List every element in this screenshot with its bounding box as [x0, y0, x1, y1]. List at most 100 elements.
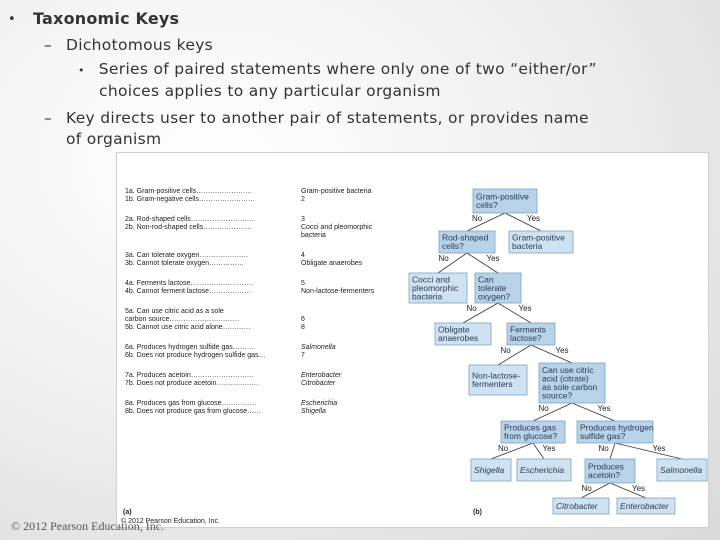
key-line-left: 1b. Gram-negative cells…………………… — [125, 196, 255, 203]
dichotomous-key-figure: 1a. Gram-positive cells…………………… Gram-posi… — [116, 152, 709, 528]
node-text-gas-glucose: Produces gas — [504, 423, 556, 433]
key-line-right: Escherichia — [301, 400, 337, 407]
node-text-gram-pos-bacteria: Gram-positive — [512, 233, 565, 243]
connector-line — [571, 402, 616, 422]
connector-line — [532, 442, 545, 460]
sub2-line1: Key directs user to another pair of stat… — [66, 109, 589, 127]
node-text-rod: cells? — [442, 241, 464, 251]
node-box-h2s — [576, 420, 654, 444]
node-box-obligate — [434, 322, 492, 346]
node-text-gram-pos: Gram-positive — [476, 192, 529, 202]
key-line-left: carbon source………………………… — [125, 316, 239, 323]
key-line-right: 8 — [301, 324, 305, 331]
connector-line — [530, 344, 573, 364]
node-text-citric: as sole carbon — [542, 382, 598, 392]
key-line-right: 5 — [301, 280, 305, 287]
connector-line — [490, 442, 534, 460]
no-label: No — [472, 214, 483, 223]
node-box-nonlactose — [468, 364, 528, 396]
dash: – — [44, 36, 53, 54]
node-box-citrobacter — [552, 497, 610, 515]
key-line-right: Enterobacter — [301, 372, 342, 379]
node-text-citric: acid (citrate) — [542, 374, 589, 384]
connector-line — [609, 442, 616, 460]
sub-bullet-key-directs: –Key directs user to another pair of sta… — [44, 108, 684, 150]
bullet-dot: • — [8, 12, 16, 27]
key-line-left: 7a. Produces acetoin……………………… — [125, 372, 254, 379]
connector-line — [504, 212, 542, 232]
sub-bullet-dichotomous: –Dichotomous keys — [44, 35, 213, 56]
sub-sub-bullet-detail: • Series of paired statements where only … — [78, 59, 678, 102]
key-line-right: bacteria — [301, 232, 326, 239]
key-line-left: 5b. Cannot use citric acid alone………… — [125, 324, 251, 331]
no-label: No — [439, 254, 450, 263]
panel-label-b: (b) — [473, 509, 482, 516]
figure-canvas: 1a. Gram-positive cells…………………… Gram-posi… — [121, 188, 708, 525]
yes-label: Yes — [632, 484, 645, 493]
node-text-obligate: Obligate — [438, 325, 470, 335]
node-text-shigella: Shigella — [474, 465, 505, 475]
node-text-tolerate: oxygen? — [478, 291, 510, 301]
key-line-left: 8a. Produces gas from glucose…………… — [125, 400, 257, 407]
key-line-right: 7 — [301, 352, 305, 359]
detail-line1: Series of paired statements where only o… — [98, 60, 597, 78]
bullet-main-title: Taxonomic Keys — [33, 9, 180, 28]
node-box-escherichia — [516, 458, 572, 482]
node-box-tolerate — [474, 272, 522, 304]
node-box-gram-pos — [472, 188, 538, 214]
node-text-ferments: lactose? — [510, 333, 542, 343]
connector-line — [532, 402, 573, 422]
connector-line — [580, 482, 611, 499]
footer-copyright: © 2012 Pearson Education, Inc. — [11, 519, 165, 533]
node-text-cocci: Cocci and — [412, 274, 450, 284]
yes-label: Yes — [487, 254, 500, 263]
key-line-left: 8b. Does not produce gas from glucose…… — [125, 408, 261, 415]
connector-line — [466, 212, 506, 232]
node-text-gram-pos: cells? — [476, 200, 498, 210]
key-line-left: 3b. Cannot tolerate oxygen…………… — [125, 260, 244, 267]
node-box-enterobacter — [616, 497, 676, 515]
node-box-rod — [438, 230, 496, 254]
key-line-left: 6a. Produces hydrogen sulfide gas……… — [125, 344, 254, 351]
connector-line — [609, 482, 647, 499]
node-text-salmonella: Salmonella — [660, 465, 702, 475]
yes-label: Yes — [653, 444, 666, 453]
key-line-left: 6b. Does not produce hydrogen sulfide ga… — [125, 352, 265, 359]
key-line-right: Non-lactose-fermenters — [301, 288, 375, 295]
node-text-obligate: anaerobes — [438, 333, 478, 343]
connector-line — [466, 252, 499, 274]
connector-line — [437, 252, 468, 274]
node-text-gas-glucose: from glucose? — [504, 431, 558, 441]
node-text-ferments: Ferments — [510, 325, 546, 335]
panel-label-a: (a) — [123, 509, 132, 516]
key-line-right: 3 — [301, 216, 305, 223]
key-line-left: 4a. Ferments lactose……………………… — [125, 280, 253, 287]
connector-line — [614, 442, 683, 460]
detail-line2: choices applies to any particular organi… — [99, 82, 441, 100]
key-line-left: 2b. Non-rod-shaped cells………………… — [125, 224, 252, 231]
key-line-left: 5a. Can use citric acid as a sole — [125, 308, 224, 315]
node-text-citrobacter: Citrobacter — [556, 501, 599, 511]
figure-copyright-small: © 2012 Pearson Education, Inc. — [121, 517, 220, 525]
node-text-acetoin: Produces — [588, 462, 624, 472]
key-line-left: 1a. Gram-positive cells…………………… — [125, 188, 252, 195]
connector-line — [497, 302, 532, 324]
key-line-right: Citrobacter — [301, 380, 336, 387]
key-line-right: 2 — [301, 196, 305, 203]
node-box-ferments — [506, 322, 556, 346]
bullet-dot: • — [78, 64, 85, 77]
node-text-escherichia: Escherichia — [520, 465, 564, 475]
node-box-citric — [538, 362, 606, 404]
node-text-nonlactose: Non-lactose- — [472, 371, 520, 381]
node-box-acetoin — [584, 458, 636, 484]
node-text-enterobacter: Enterobacter — [620, 501, 670, 511]
yes-label: Yes — [556, 346, 569, 355]
node-text-rod: Rod-shaped — [442, 233, 489, 243]
yes-label: Yes — [598, 404, 611, 413]
dash: – — [44, 109, 53, 127]
yes-label: Yes — [527, 214, 540, 223]
no-label: No — [599, 444, 610, 453]
node-text-gram-pos-bacteria: bacteria — [512, 241, 543, 251]
node-box-shigella — [470, 458, 512, 482]
yes-label: Yes — [543, 444, 556, 453]
